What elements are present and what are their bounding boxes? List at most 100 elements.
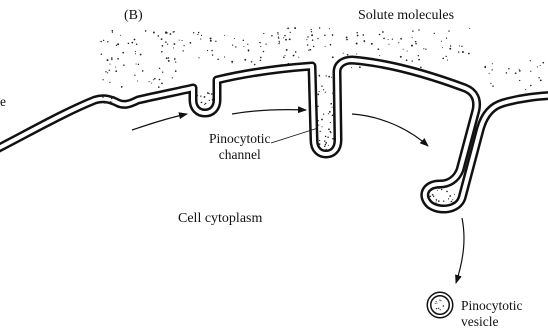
solute-dot [224,56,225,57]
solute-dot [244,59,246,61]
solute-dot [425,49,426,50]
solute-dot [459,45,460,46]
solute-dot [398,42,399,43]
solute-dot [311,31,312,32]
solute-dot [311,34,313,36]
solute-dot [234,38,235,39]
solute-dot [329,28,330,29]
solute-dot [207,50,208,51]
solute-dot [294,27,296,29]
solute-dot [201,35,202,36]
solute-dot [295,51,297,53]
solute-dot [128,43,130,45]
solute-dot [105,71,106,72]
solute-dot [165,41,167,43]
solute-dot [278,38,279,39]
solute-dot [109,64,110,65]
solute-dot [449,48,451,50]
solute-dot [382,31,384,33]
solute-dot [400,56,402,58]
solute-dot [251,61,252,62]
pinocytotic-vesicle [429,294,451,316]
plasma-membrane [0,60,548,209]
solute-dot [254,64,256,66]
solute-dot [173,43,175,45]
solute-dot [325,144,327,146]
solute-dot [508,68,509,69]
solute-dot [113,96,115,98]
solute-dot [217,59,219,61]
solute-dot [173,31,174,32]
solute-dot [109,82,110,83]
solute-dot [107,59,109,61]
solute-dot [142,70,144,72]
solute-dot [157,35,159,37]
solute-dot [138,64,139,65]
solute-dot [412,37,413,38]
solute-dot [415,41,417,43]
solute-dot [441,189,442,190]
solute-dot [140,54,142,56]
solute-dot [519,69,520,70]
solute-dot [537,66,538,67]
solute-dot [117,43,119,45]
solute-dot [356,53,357,54]
solute-dot [123,64,125,66]
solute-dot [324,35,326,37]
solute-dot [168,60,170,62]
solute-dot [306,39,307,40]
solute-dot [443,201,444,202]
solute-dot [330,103,332,105]
solute-dot [174,58,176,60]
solute-dot [320,131,321,132]
solute-dot [211,50,213,52]
arrow-step-4 [456,218,464,283]
solute-dot [328,145,329,146]
solute-dot [432,187,434,189]
solute-dot [436,308,437,309]
solute-dot [212,54,214,56]
solute-dot [311,29,312,30]
solute-dot [330,122,331,123]
solute-dot [193,32,194,33]
panel-letter: (B) [124,8,143,24]
solute-dot [248,51,249,52]
solute-dot [418,55,419,56]
solute-dot [371,43,373,45]
solute-dot [115,66,116,67]
pinocytotic-vesicle-label-line2: vesicle [461,314,523,330]
solute-dot [492,85,494,87]
pinocytotic-vesicle-label: Pinocytotic vesicle [461,298,523,330]
solute-dot [117,58,119,60]
solute-dot [484,66,486,68]
solute-dot [175,61,176,62]
solute-dot [293,55,294,56]
solute-dot [289,38,291,40]
solute-dot [173,47,174,48]
solute-dot [388,44,389,45]
solute-dot [519,70,521,72]
solute-dot [209,100,210,101]
solute-dot [153,32,155,34]
solute-dot [115,70,117,72]
solute-dot [170,33,172,35]
solute-dot [247,44,248,45]
solute-dot [323,89,324,90]
solute-dot [437,190,438,191]
solute-dot [378,48,380,50]
solute-dot [107,72,108,73]
solute-dot [208,93,209,94]
solute-dot [442,47,443,48]
solute-dot [107,41,108,42]
solute-dot [210,40,212,42]
solute-dot [210,38,212,40]
solute-dot [109,96,111,98]
solute-dot [319,91,320,92]
solute-dot [440,300,441,301]
solute-molecule-dots [100,27,544,92]
solute-dot [106,101,107,102]
solute-dot [332,34,334,36]
solute-dot [442,58,444,60]
solute-dot [307,36,308,37]
